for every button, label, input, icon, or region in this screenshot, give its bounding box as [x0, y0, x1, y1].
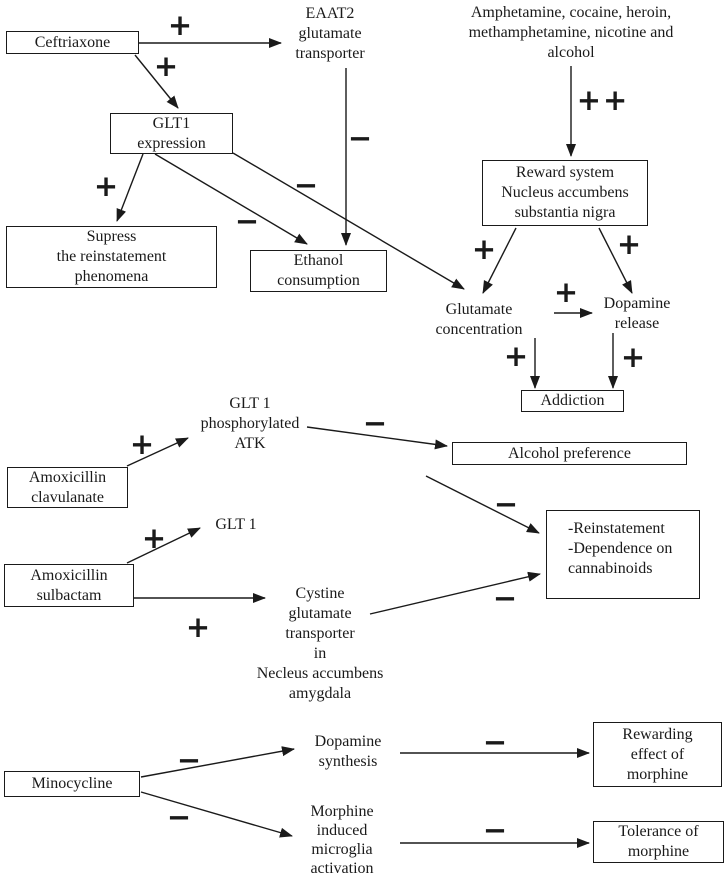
- sign-reward-glutamate: +: [471, 232, 499, 266]
- sign-glt1-supress: +: [93, 169, 121, 203]
- node-minocycline: Minocycline: [4, 771, 140, 797]
- arrow-atk-reinstatement: [425, 475, 540, 534]
- node-rewarding-effect: Rewarding effect of morphine: [593, 722, 722, 787]
- arrow-reward-glutamate: [482, 227, 517, 294]
- sign-morphine-tolerance: −: [482, 813, 510, 847]
- sign-atk-reinstatement: −: [493, 487, 521, 521]
- sign-dopaminesyn-rewarding: −: [482, 725, 510, 759]
- node-tolerance-morphine: Tolerance of morphine: [593, 821, 724, 863]
- node-glutamate-concentration: Glutamate concentration: [435, 301, 523, 338]
- node-amphetamine-drugs: Amphetamine, cocaine, heroin, methamphet…: [468, 4, 674, 61]
- arrow-glt1-ethanol: [154, 153, 308, 245]
- sign-atk-alcohol: −: [362, 406, 390, 440]
- node-addiction: Addiction: [521, 390, 624, 412]
- node-ceftriaxone: Ceftriaxone: [6, 31, 139, 54]
- node-reward-system: Reward system Nucleus accumbens substant…: [482, 160, 648, 226]
- node-reinstatement-dependence: -Reinstatement -Dependence on cannabinoi…: [546, 510, 700, 599]
- node-dopamine-synthesis: Dopamine synthesis: [314, 733, 382, 770]
- sign-glt1-ethanol: −: [234, 204, 262, 238]
- sign-glt1-glutamate: −: [293, 168, 321, 202]
- sign-reward-dopamine: +: [616, 227, 644, 261]
- arrow-amoxclav-atk: [126, 437, 189, 467]
- sign-minocycline-dopaminesyn: −: [176, 743, 204, 777]
- arrow-atk-alcohol: [306, 426, 448, 450]
- sign-glutamate-addiction: +: [503, 339, 531, 373]
- node-glt1-expression: GLT1 expression: [110, 113, 233, 154]
- sign-glutamate-dopamine: +: [553, 275, 581, 309]
- sign-amoxsulb-cystine: +: [185, 610, 213, 644]
- sign-cystine-reinstatement: −: [492, 581, 520, 615]
- sign-amphetamine-reward: ++: [576, 83, 630, 117]
- node-glt1: GLT 1: [215, 516, 257, 533]
- node-alcohol-preference: Alcohol preference: [452, 442, 687, 465]
- arrow-minocycline-morphine: [140, 791, 293, 838]
- arrow-cystine-reinstatement: [369, 571, 541, 615]
- arrow-minocycline-dopaminesyn: [140, 746, 295, 778]
- sign-dopamine-addiction: +: [620, 340, 648, 374]
- node-eaat2-transporter: EAAT2 glutamate transporter: [295, 5, 365, 62]
- sign-minocycline-morphine: −: [166, 800, 194, 834]
- arrow-ceftriaxone-glt1: [134, 54, 179, 109]
- sign-ceftriaxone-glt1: +: [153, 49, 181, 83]
- node-ethanol-consumption: Ethanol consumption: [250, 250, 387, 292]
- node-dopamine-release: Dopamine release: [603, 295, 671, 332]
- arrow-glt1-supress: [116, 153, 144, 222]
- sign-eaat2-ethanol: −: [347, 121, 375, 155]
- node-supress: Supress the reinstatement phenomena: [6, 226, 217, 288]
- sign-amoxclav-atk: +: [129, 427, 157, 461]
- arrow-glt1-glutamate: [232, 152, 465, 290]
- sign-ceftriaxone-eaat2: +: [167, 8, 195, 42]
- arrow-reward-dopamine: [598, 227, 633, 294]
- node-amoxicillin-sulbactam: Amoxicillin sulbactam: [4, 564, 134, 607]
- node-cystine-transporter: Cystine glutamate transporter in Necleus…: [256, 585, 384, 702]
- node-amoxicillin-clavulanate: Amoxicillin clavulanate: [7, 467, 128, 508]
- arrow-amoxsulb-glt1: [126, 527, 201, 564]
- node-glt1-phosphorylated-atk: GLT 1 phosphorylated ATK: [200, 395, 300, 452]
- sign-amoxsulb-glt1: +: [141, 521, 169, 555]
- node-morphine-microglia: Morphine induced microglia activation: [310, 803, 374, 877]
